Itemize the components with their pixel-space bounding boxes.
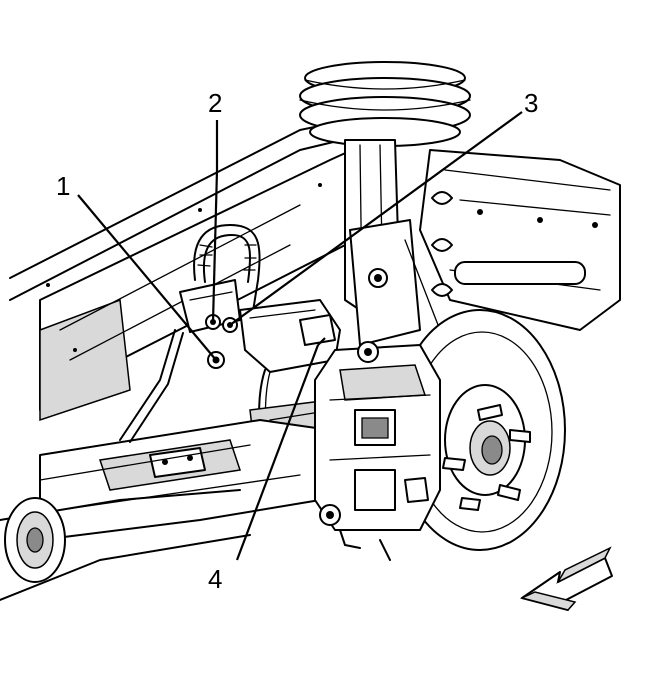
callout-3: 3 — [524, 88, 538, 118]
coil-spring — [299, 61, 471, 147]
callout-4: 4 — [208, 564, 222, 594]
front-direction-arrow-icon — [519, 546, 613, 611]
callout-1: 1 — [56, 171, 70, 201]
lower-control-arm — [0, 329, 331, 601]
strut-body — [344, 139, 441, 346]
callout-leaders — [77, 111, 523, 561]
lug-studs — [442, 404, 531, 511]
frame-rail — [9, 94, 621, 422]
callout-2: 2 — [208, 88, 222, 118]
brake-caliper — [314, 341, 441, 561]
